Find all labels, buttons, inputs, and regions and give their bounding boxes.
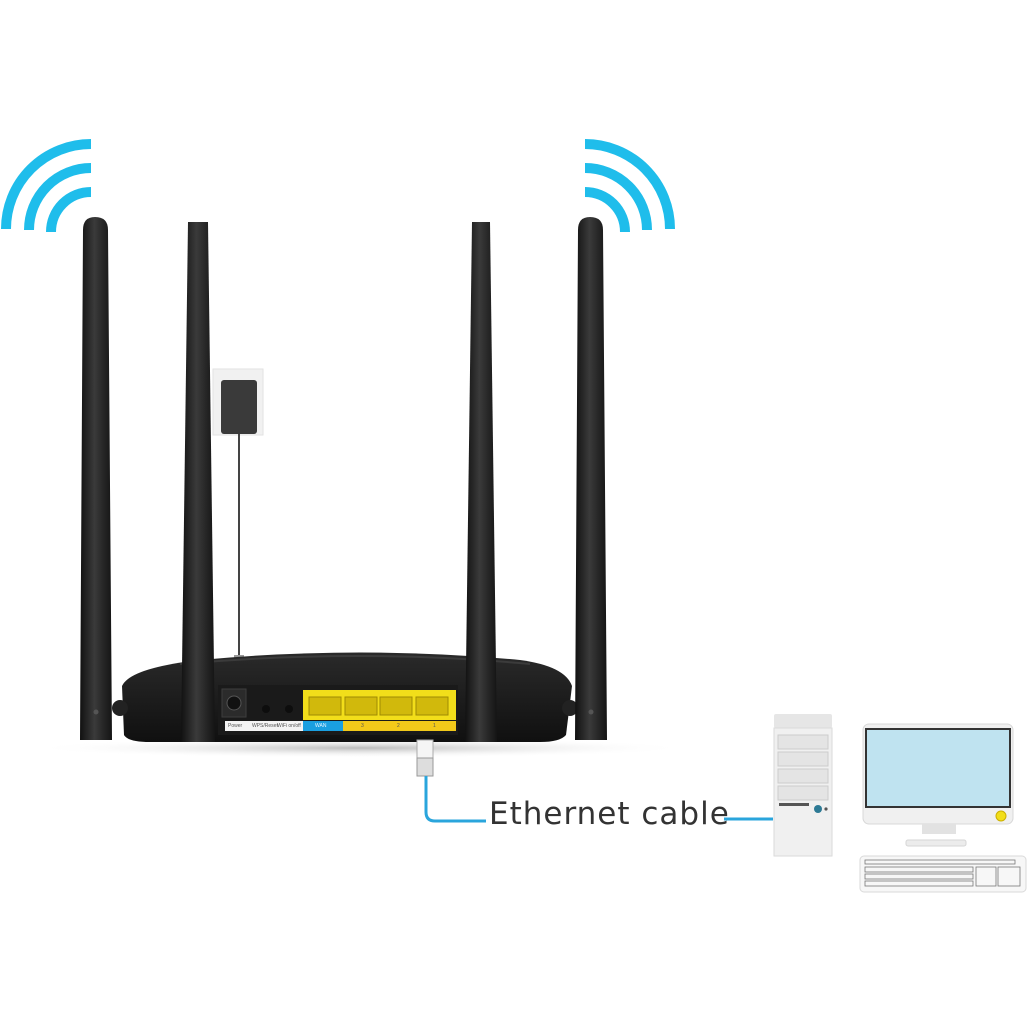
port-label-strip: Power WPS/Reset WiFi on/off WAN 3 2 1	[225, 721, 456, 731]
port-label-power: Power	[228, 723, 243, 729]
ethernet-cable-caption: Ethernet cable	[489, 796, 730, 832]
power-adapter-icon	[212, 368, 264, 693]
port-label-wps-reset: WPS/Reset	[252, 723, 278, 729]
monitor-icon	[862, 723, 1014, 847]
keyboard-icon	[859, 855, 1027, 893]
wifi-signal-left-icon	[1, 139, 92, 233]
port-label-lan1: 1	[433, 723, 436, 729]
port-label-lan2: 2	[397, 723, 400, 729]
pc-tower-icon	[773, 714, 833, 857]
port-label-lan3: 3	[361, 723, 364, 729]
port-label-wifi: WiFi on/off	[277, 723, 301, 729]
port-label-wan: WAN	[315, 723, 327, 729]
wifi-signal-right-icon	[584, 139, 675, 233]
